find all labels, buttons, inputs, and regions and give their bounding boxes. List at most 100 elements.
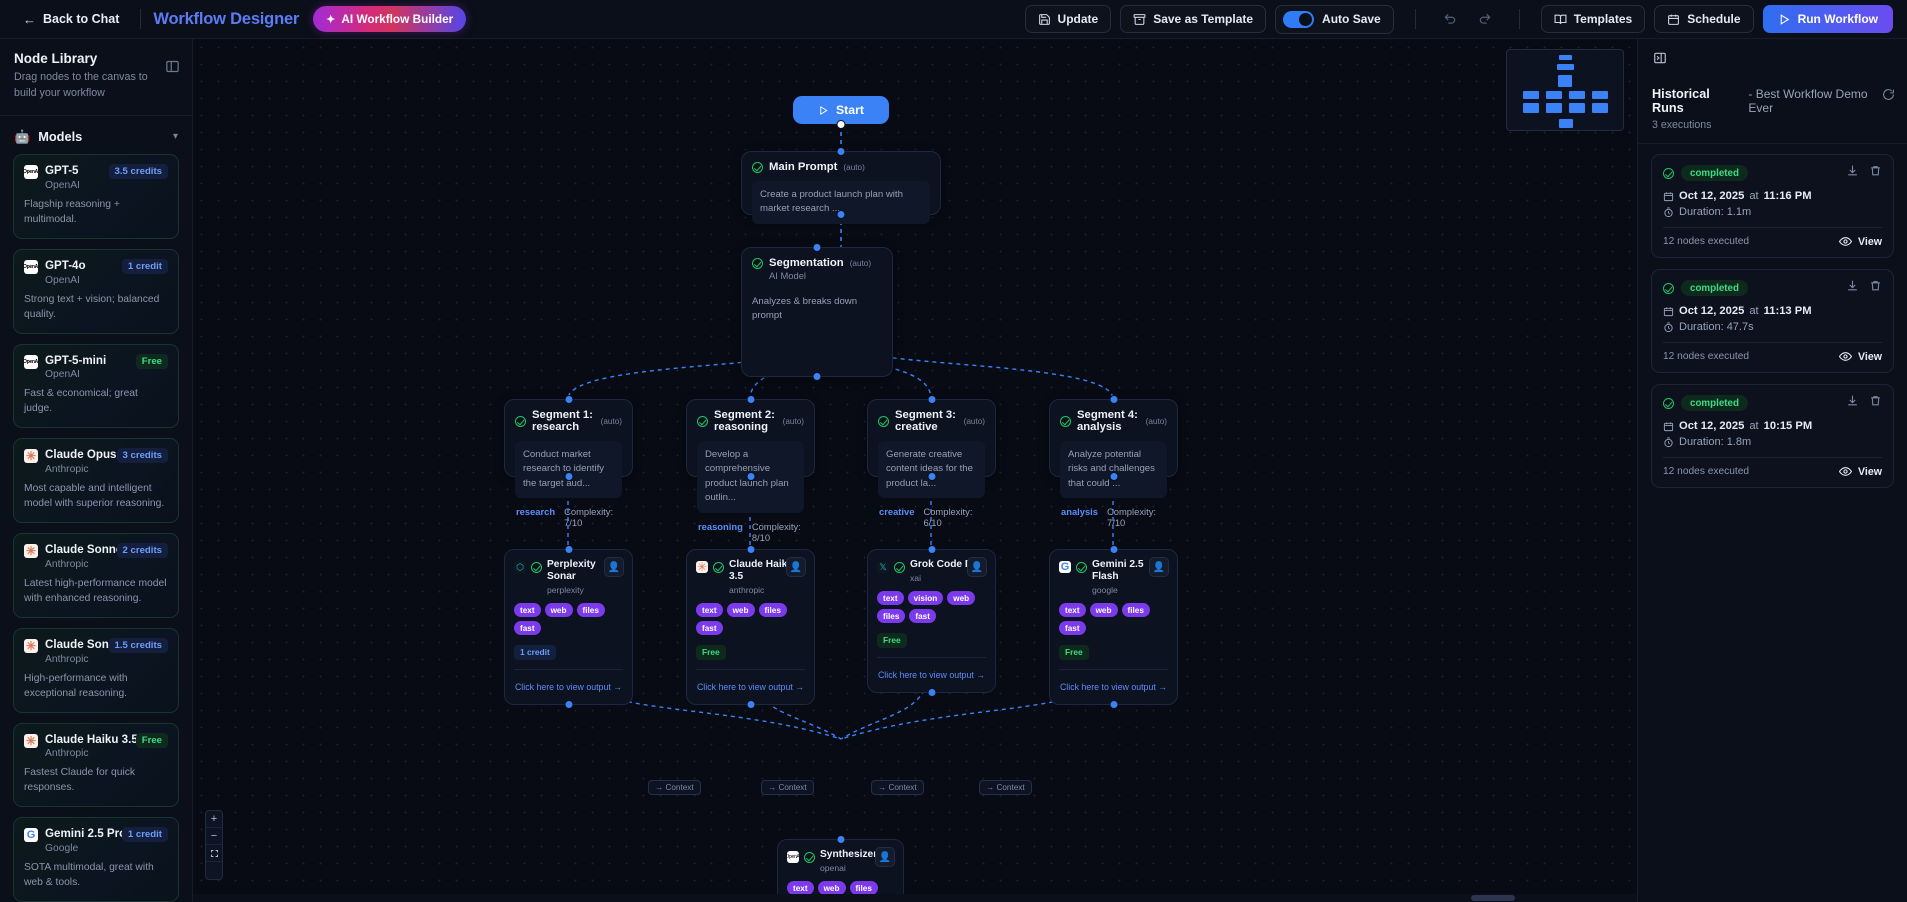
output-port[interactable]	[564, 472, 573, 481]
zoom-controls[interactable]: + −	[205, 810, 223, 880]
capability-tag: files	[849, 881, 878, 896]
avatar[interactable]: 👤	[604, 557, 624, 577]
input-port[interactable]	[1109, 545, 1118, 554]
segment-node-1[interactable]: Segment 1: research(auto)Conduct market …	[504, 395, 633, 528]
auto-save-toggle[interactable]: Auto Save	[1275, 4, 1394, 34]
update-button[interactable]: Update	[1024, 5, 1112, 33]
delete-button[interactable]	[1869, 279, 1882, 297]
start-node[interactable]: Start	[793, 96, 889, 129]
output-port[interactable]	[564, 700, 573, 710]
check-circle-icon	[752, 257, 763, 269]
segmentation-node[interactable]: Segmentation (auto) AI Model Analyzes & …	[741, 243, 893, 381]
main-prompt-node[interactable]: Main Prompt (auto) Create a product laun…	[741, 147, 941, 224]
zoom-in-button[interactable]: +	[206, 811, 222, 828]
segment-node-4[interactable]: Segment 4: analysis(auto)Analyze potenti…	[1049, 395, 1178, 528]
run-workflow-label: Run Workflow	[1797, 12, 1878, 26]
avatar[interactable]: 👤	[1149, 557, 1169, 577]
workflow-canvas[interactable]: Start Main Prompt (auto) Create a produc…	[193, 39, 1637, 902]
input-port[interactable]	[746, 395, 755, 404]
view-output-link[interactable]: Click here to view output →	[1059, 682, 1168, 693]
output-port[interactable]	[836, 120, 846, 129]
output-port[interactable]	[746, 700, 755, 710]
output-port[interactable]	[836, 210, 846, 219]
input-port[interactable]	[1109, 395, 1118, 404]
save-as-template-button[interactable]: Save as Template	[1120, 5, 1267, 33]
horizontal-scrollbar[interactable]	[193, 894, 1637, 902]
delete-button[interactable]	[1869, 164, 1882, 182]
view-run-button[interactable]: View	[1839, 235, 1882, 248]
node-provider: google	[1092, 585, 1118, 596]
output-port[interactable]	[1109, 700, 1118, 710]
input-port[interactable]	[564, 545, 573, 554]
schedule-button[interactable]: Schedule	[1654, 5, 1754, 33]
zoom-out-button[interactable]: −	[206, 828, 222, 845]
lock-button[interactable]	[206, 862, 222, 879]
collapse-sidebar-button[interactable]	[165, 59, 181, 75]
delete-button[interactable]	[1869, 394, 1882, 412]
input-port[interactable]	[746, 545, 755, 554]
avatar[interactable]: 👤	[875, 847, 895, 867]
eye-icon	[1839, 467, 1853, 476]
segment-node-3[interactable]: Segment 3: creative(auto)Generate creati…	[867, 395, 996, 528]
openai-logo-icon: OpenAI	[24, 259, 38, 274]
input-port[interactable]	[836, 147, 846, 156]
run-workflow-button[interactable]: Run Workflow	[1762, 5, 1893, 33]
output-port[interactable]	[927, 472, 936, 481]
ai-workflow-builder-button[interactable]: ✦ AI Workflow Builder	[313, 6, 467, 32]
refresh-button[interactable]	[1882, 88, 1895, 106]
capability-tag: text	[787, 881, 814, 896]
back-to-chat-button[interactable]: ← Back to Chat	[14, 7, 128, 31]
templates-button[interactable]: Templates	[1540, 5, 1646, 33]
redo-button[interactable]	[1472, 6, 1498, 32]
input-port[interactable]	[927, 395, 936, 404]
download-button[interactable]	[1846, 164, 1859, 182]
download-button[interactable]	[1846, 394, 1859, 412]
view-run-button[interactable]: View	[1839, 350, 1882, 363]
view-output-link[interactable]: Click here to view output →	[877, 670, 986, 681]
output-port[interactable]	[746, 472, 755, 481]
input-port[interactable]	[564, 395, 573, 404]
view-output-link[interactable]: Click here to view output →	[514, 682, 623, 693]
undo-button[interactable]	[1437, 6, 1463, 32]
node-provider: openai	[820, 863, 846, 874]
fit-view-button[interactable]	[206, 845, 222, 862]
input-port[interactable]	[927, 545, 936, 554]
segment-node-2[interactable]: Segment 2: reasoning(auto)Develop a comp…	[686, 395, 815, 543]
synthesizer-node[interactable]: OpenAI Synthesizer openai 👤 text web fil…	[777, 835, 904, 902]
avatar[interactable]: 👤	[786, 557, 806, 577]
output-port[interactable]	[812, 372, 822, 381]
toggle-switch[interactable]	[1283, 10, 1315, 28]
avatar[interactable]: 👤	[967, 557, 987, 577]
scrollbar-thumb[interactable]	[1471, 895, 1515, 901]
models-group-header[interactable]: 🤖 Models ▾	[0, 116, 192, 154]
output-port[interactable]	[1109, 472, 1118, 481]
expand-panel-button[interactable]	[1651, 49, 1669, 67]
output-port[interactable]	[927, 688, 936, 698]
check-circle-icon	[713, 562, 724, 573]
download-button[interactable]	[1846, 279, 1859, 297]
canvas-minimap[interactable]	[1506, 49, 1624, 131]
input-port[interactable]	[812, 243, 822, 252]
view-run-button[interactable]: View	[1839, 465, 1882, 478]
input-port[interactable]	[836, 835, 845, 844]
view-output-link[interactable]: Click here to view output →	[696, 682, 805, 693]
